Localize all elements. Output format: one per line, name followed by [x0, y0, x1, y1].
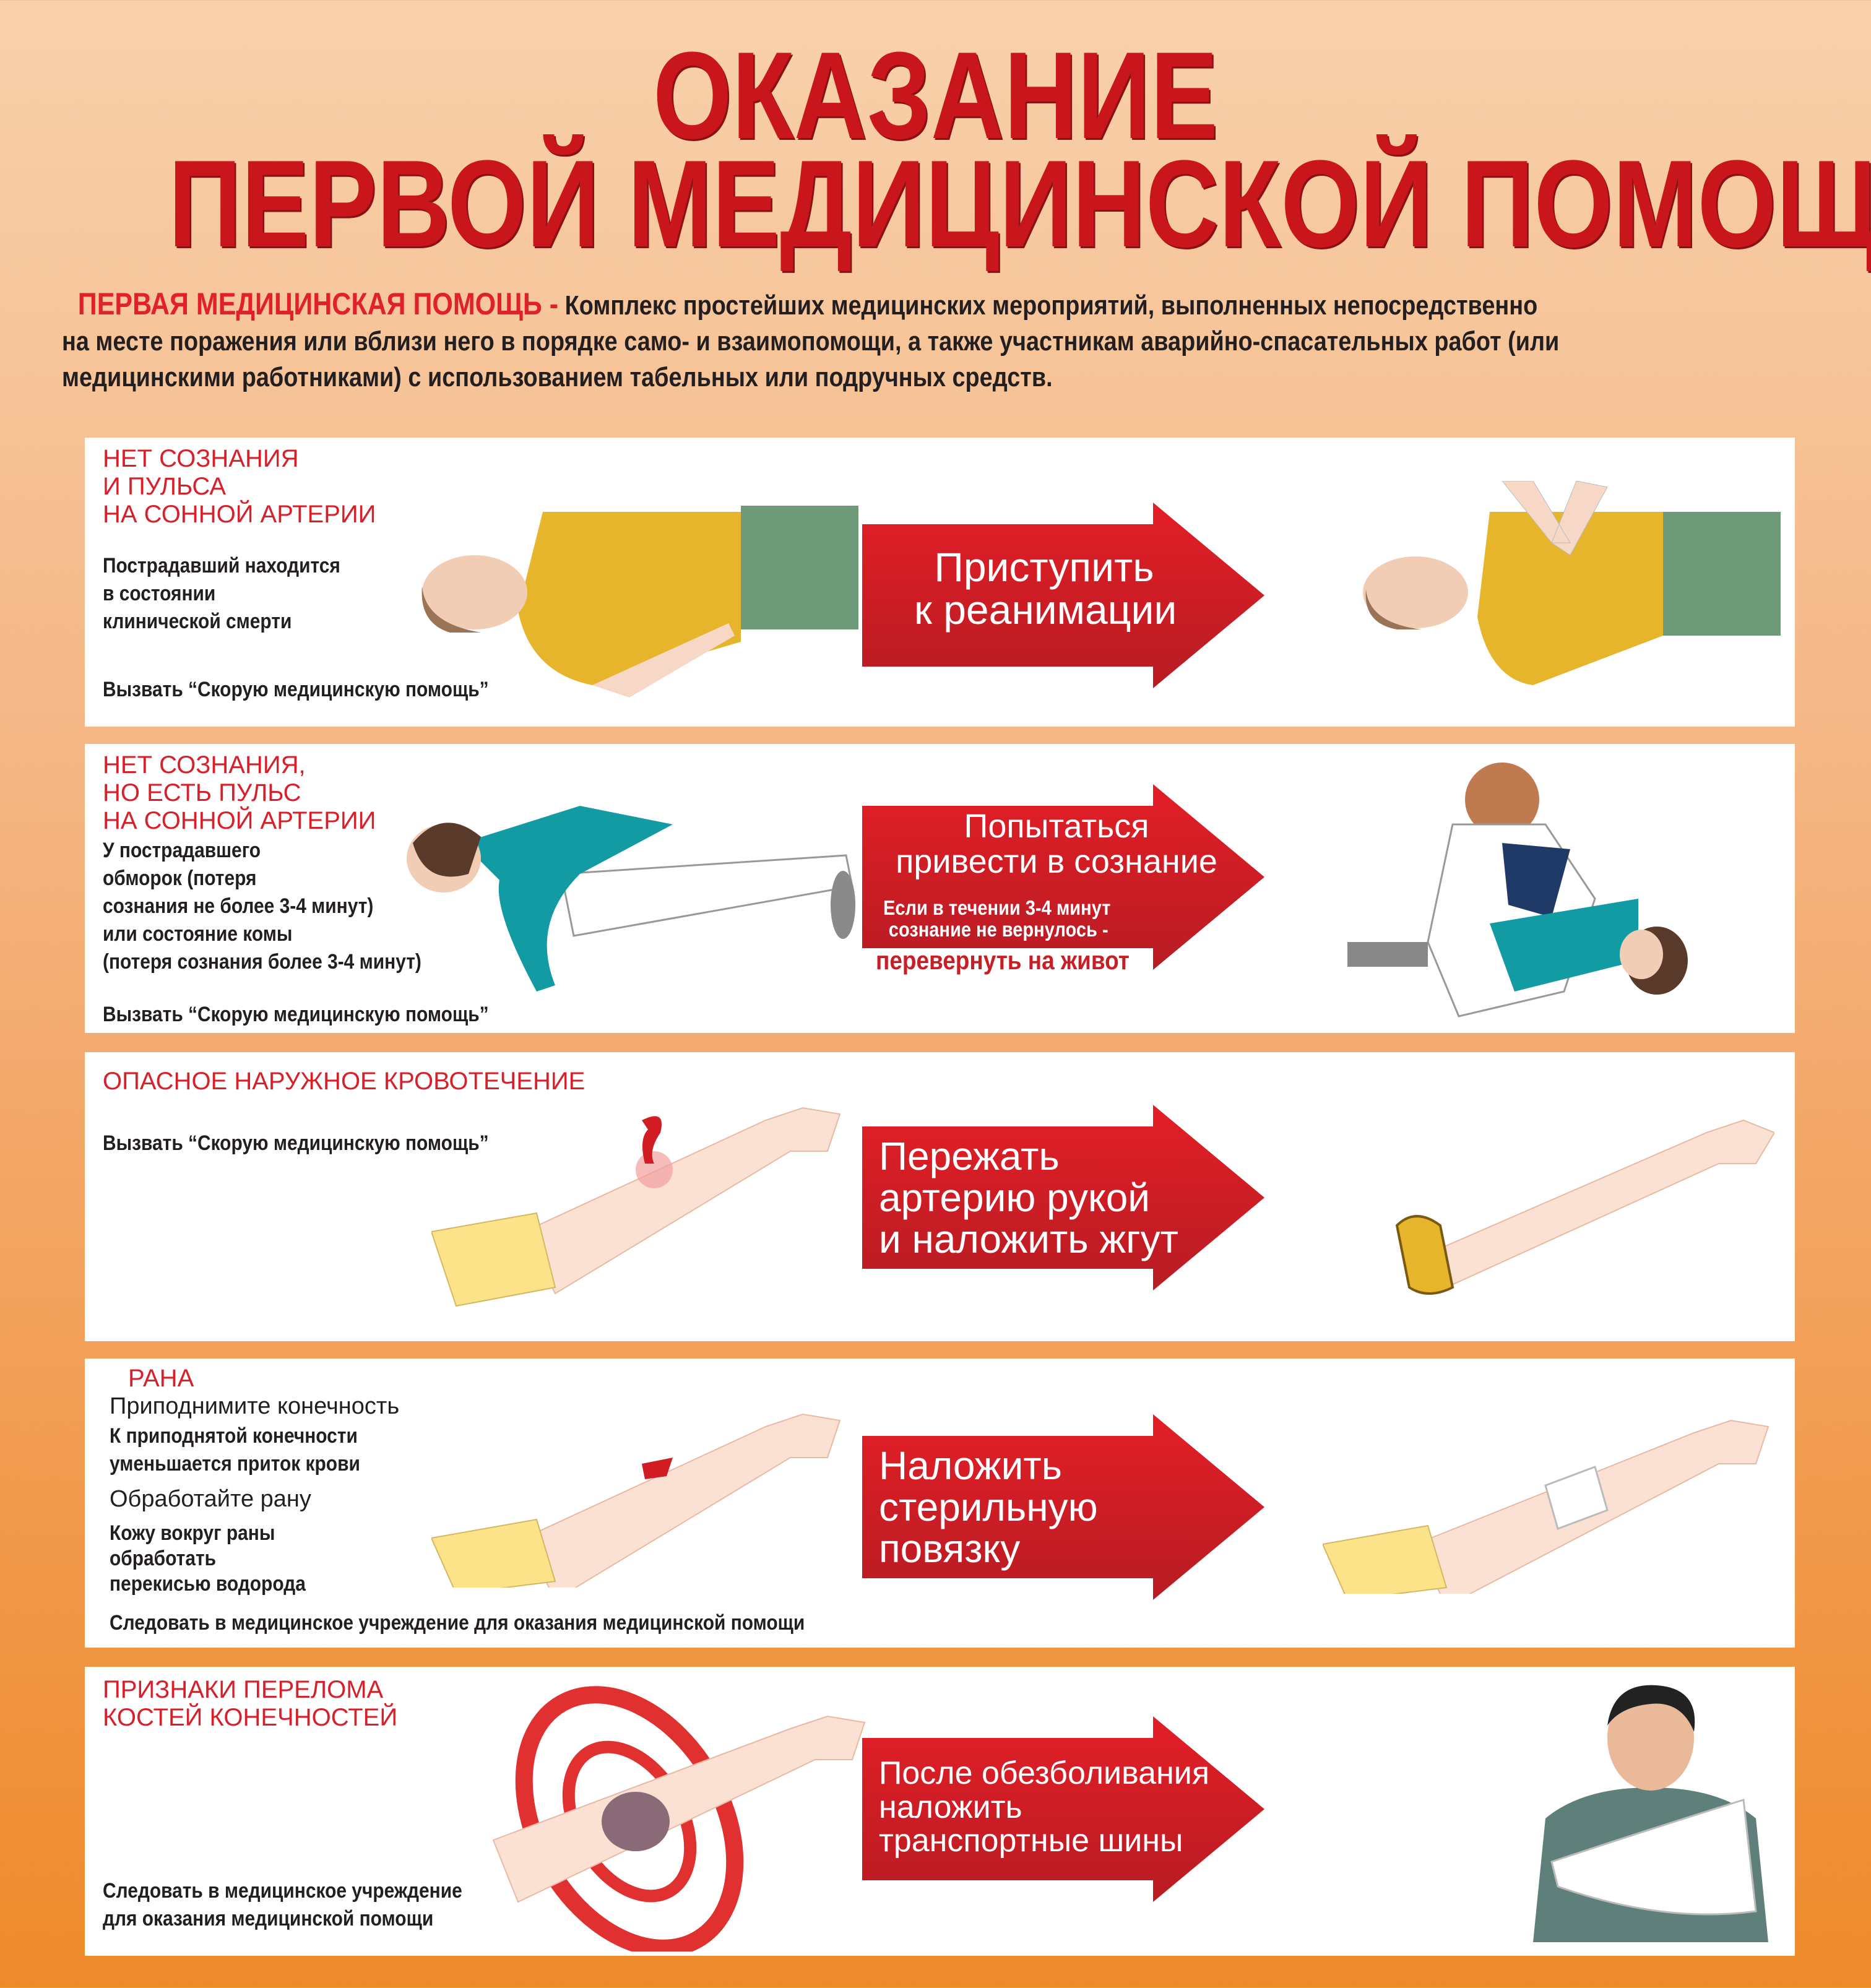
cpr-illustration [1363, 481, 1781, 685]
recovery-position-illustration [1347, 763, 1688, 1018]
call-ambulance-text: Вызвать “Скорую медицинскую помощь” [103, 1003, 489, 1026]
tourniquet-arm-illustration [1395, 1119, 1774, 1295]
unconscious-person-illustration [421, 506, 858, 698]
wounded-arm-illustration [431, 1413, 841, 1588]
arm-sling-illustration [1533, 1685, 1768, 1942]
instruction-raise-limb: Приподнимите конечность [110, 1393, 400, 1419]
call-ambulance-text: Вызвать “Скорую медицинскую помощь” [103, 678, 489, 701]
intro-definition: ПЕРВАЯ МЕДИЦИНСКАЯ ПОМОЩЬ - Комплекс про… [62, 286, 1818, 395]
instruction-treat-wound: Обработайте рану [110, 1486, 311, 1512]
footer-text: Следовать в медицинское учреждение для о… [110, 1611, 805, 1635]
fracture-arm-illustration [492, 1686, 866, 1951]
call-ambulance-text: Вызвать “Скорую медицинскую помощь” [103, 1131, 489, 1155]
panel-wound: РАНА Приподнимите конечность К приподнят… [85, 1359, 1795, 1648]
intro-term: ПЕРВАЯ МЕДИЦИНСКАЯ ПОМОЩЬ - [77, 287, 559, 321]
poster-title-line1: ОКАЗАНИЕ [653, 27, 1218, 165]
intro-line: Комплекс простейших медицинских мероприя… [564, 290, 1538, 321]
panel-bleeding: ОПАСНОЕ НАРУЖНОЕ КРОВОТЕЧЕНИЕ Вызвать “С… [85, 1052, 1795, 1341]
poster-title-line2: ПЕРВОЙ МЕДИЦИНСКОЙ ПОМОЩИ [168, 135, 1871, 273]
action-note-red: перевернуть на живот [876, 946, 1130, 975]
bleeding-arm-illustration [431, 1107, 841, 1307]
panel-heading: РАНА [128, 1365, 194, 1392]
intro-line: медицинскими работниками) с использовани… [62, 362, 1053, 392]
panel-heading: ОПАСНОЕ НАРУЖНОЕ КРОВОТЕЧЕНИЕ [103, 1068, 585, 1095]
intro-line: на месте поражения или вблизи него в пор… [62, 326, 1560, 357]
bandaged-arm-illustration [1323, 1419, 1769, 1594]
fainted-person-illustration [407, 806, 855, 992]
